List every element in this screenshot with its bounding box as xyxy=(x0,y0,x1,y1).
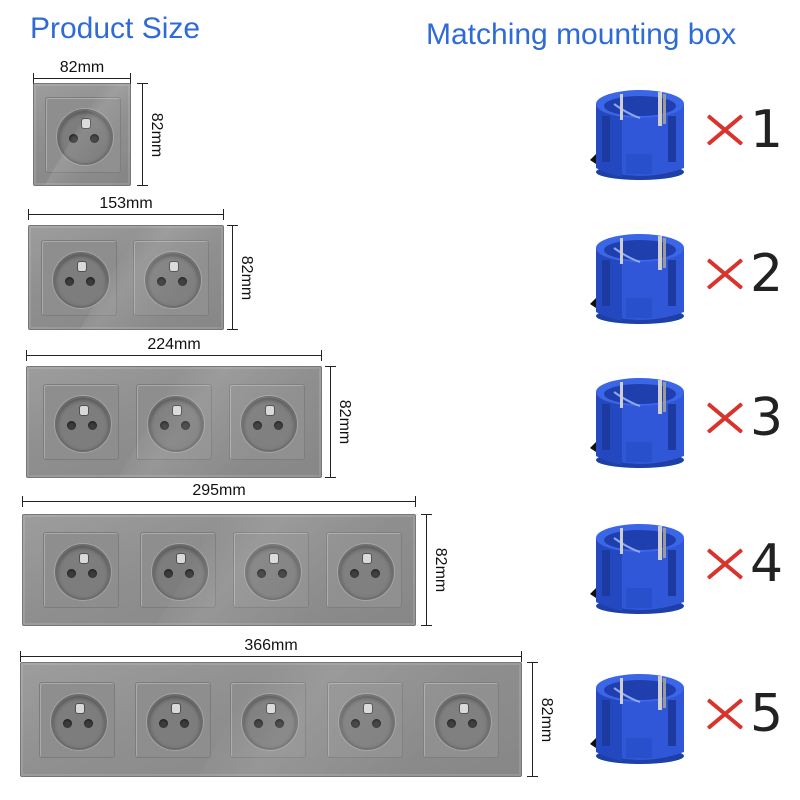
mounting-box-icon xyxy=(588,372,696,472)
mounting-box-icon xyxy=(588,228,696,328)
power-socket xyxy=(45,96,121,173)
mounting-box-row: 1 xyxy=(588,84,788,184)
socket-plate-2-gang xyxy=(28,225,224,330)
multiply-icon xyxy=(706,399,744,437)
power-socket xyxy=(43,384,119,460)
quantity-label: 4 xyxy=(706,536,783,592)
mounting-box-icon xyxy=(588,518,696,618)
height-dimension: 82mm xyxy=(137,83,166,186)
quantity-label: 3 xyxy=(706,390,783,446)
power-socket xyxy=(233,532,309,608)
multiply-icon xyxy=(706,545,744,583)
width-dimension: 366mm xyxy=(20,637,522,662)
mounting-box-row: 3 xyxy=(588,372,788,472)
socket-plate-3-gang xyxy=(26,366,322,478)
socket-plate-1-gang xyxy=(33,83,131,186)
height-dimension: 82mm xyxy=(527,662,556,777)
height-dimension: 82mm xyxy=(421,514,450,626)
mounting-box-heading: Matching mounting box xyxy=(426,18,737,51)
power-socket xyxy=(423,681,499,758)
socket-plate-4-gang xyxy=(22,514,416,626)
quantity-number: 2 xyxy=(750,244,784,304)
mounting-box-row: 4 xyxy=(588,518,788,618)
power-socket xyxy=(41,239,117,316)
power-socket xyxy=(229,384,305,460)
product-size-heading: Product Size xyxy=(30,12,201,45)
quantity-number: 4 xyxy=(750,534,784,594)
quantity-label: 5 xyxy=(706,686,783,742)
power-socket xyxy=(136,384,212,460)
quantity-label: 1 xyxy=(706,102,783,158)
width-dimension: 82mm xyxy=(33,59,131,84)
mounting-box-icon xyxy=(588,84,696,184)
power-socket xyxy=(133,239,209,316)
quantity-number: 5 xyxy=(750,684,784,744)
width-dimension: 224mm xyxy=(26,336,322,361)
height-dimension: 82mm xyxy=(325,366,354,478)
height-dimension: 82mm xyxy=(227,225,256,330)
mounting-box-icon xyxy=(588,668,696,768)
power-socket xyxy=(327,681,403,758)
power-socket xyxy=(230,681,306,758)
width-dimension: 153mm xyxy=(28,195,224,220)
power-socket xyxy=(135,681,211,758)
socket-plate-5-gang xyxy=(20,662,522,777)
quantity-label: 2 xyxy=(706,246,783,302)
power-socket xyxy=(140,532,216,608)
quantity-number: 1 xyxy=(750,100,784,160)
power-socket xyxy=(39,681,115,758)
quantity-number: 3 xyxy=(750,388,784,448)
mounting-box-row: 5 xyxy=(588,668,788,768)
mounting-box-row: 2 xyxy=(588,228,788,328)
multiply-icon xyxy=(706,695,744,733)
power-socket xyxy=(43,532,119,608)
multiply-icon xyxy=(706,111,744,149)
power-socket xyxy=(326,532,402,608)
multiply-icon xyxy=(706,255,744,293)
width-dimension: 295mm xyxy=(22,482,416,507)
